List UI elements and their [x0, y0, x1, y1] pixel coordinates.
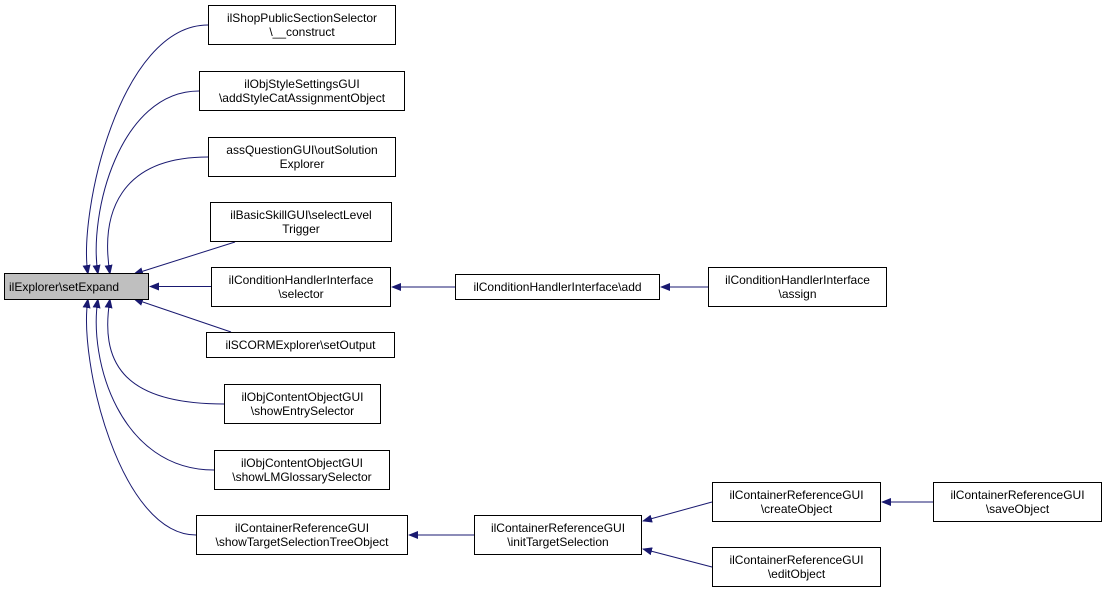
node-label-line: \showEntrySelector	[250, 404, 355, 418]
node-containerreferencegui-editobject[interactable]: ilContainerReferenceGUI \editObject	[712, 547, 881, 587]
edge-content_entry-to-focus	[104, 298, 225, 405]
edge-obj_style-to-focus	[92, 90, 200, 275]
node-basicskillgui-selectleveltrigger[interactable]: ilBasicSkillGUI\selectLevel Trigger	[210, 202, 392, 242]
node-label-line: ilSCORMExplorer\setOutput	[225, 338, 376, 352]
node-label-line: ilObjStyleSettingsGUI	[244, 77, 360, 91]
edge-content_lmgloss-to-focus	[92, 298, 215, 471]
node-conditionhandlerinterface-assign[interactable]: ilConditionHandlerInterface \assign	[708, 267, 887, 307]
node-label-line: ilConditionHandlerInterface	[725, 273, 870, 287]
node-containerreferencegui-inittargetselection[interactable]: ilContainerReferenceGUI \initTargetSelec…	[474, 515, 642, 555]
node-objcontentobjectgui-showlmglossaryselector[interactable]: ilObjContentObjectGUI \showLMGlossarySel…	[214, 450, 390, 490]
node-label-line: Explorer	[279, 157, 325, 171]
node-conditionhandlerinterface-selector[interactable]: ilConditionHandlerInterface \selector	[211, 267, 391, 307]
node-label-line: ilConditionHandlerInterface\add	[473, 280, 642, 294]
node-containerreferencegui-createobject[interactable]: ilContainerReferenceGUI \createObject	[712, 482, 881, 522]
node-label-line: \showTargetSelectionTreeObject	[215, 535, 389, 549]
node-label-line: ilObjContentObjectGUI	[241, 390, 364, 404]
node-label-line: assQuestionGUI\outSolution	[226, 143, 378, 157]
edge-cont_create-to-cont_init	[642, 501, 713, 523]
node-label-line: ilContainerReferenceGUI	[950, 488, 1085, 502]
node-label-line: \saveObject	[985, 502, 1050, 516]
node-conditionhandlerinterface-add[interactable]: ilConditionHandlerInterface\add	[455, 274, 660, 300]
node-label-line: \createObject	[760, 502, 833, 516]
node-label-line: \showLMGlossarySelector	[232, 470, 372, 484]
node-label-line: \assign	[778, 287, 817, 301]
node-label-line: ilContainerReferenceGUI	[729, 553, 864, 567]
node-label-line: \selector	[278, 287, 324, 301]
node-containerreferencegui-saveobject[interactable]: ilContainerReferenceGUI \saveObject	[933, 482, 1102, 522]
node-label-line: ilShopPublicSectionSelector	[226, 11, 378, 25]
node-label-line: \__construct	[269, 25, 335, 39]
edge-shop_public-to-focus	[82, 24, 209, 275]
edge-ass_question-to-focus	[104, 156, 209, 275]
edge-cont_edit-to-cont_init	[642, 547, 713, 568]
node-label-line: ilContainerReferenceGUI	[234, 521, 370, 535]
node-label-line: \addStyleCatAssignmentObject	[218, 91, 386, 105]
node-label-line: \editObject	[767, 567, 826, 581]
node-containerreferencegui-showtargetselectiontreeobject[interactable]: ilContainerReferenceGUI \showTargetSelec…	[196, 515, 408, 555]
node-ilexplorer-setexpand[interactable]: ilExplorer\setExpand	[4, 273, 149, 300]
edge-cont_show_tree-to-focus	[82, 298, 197, 536]
node-objcontentobjectgui-showentryselector[interactable]: ilObjContentObjectGUI \showEntrySelector	[224, 384, 381, 424]
node-assquestiongui-outsolutionexplorer[interactable]: assQuestionGUI\outSolution Explorer	[208, 137, 396, 177]
node-label-line: ilObjContentObjectGUI	[240, 456, 364, 470]
node-label-line: ilContainerReferenceGUI	[490, 521, 626, 535]
node-label-line: \initTargetSelection	[507, 535, 609, 549]
node-label-line: ilBasicSkillGUI\selectLevel	[230, 208, 372, 222]
node-label-line: Trigger	[282, 222, 320, 236]
node-label-line: ilExplorer\setExpand	[9, 279, 120, 294]
node-scormexplorer-setoutput[interactable]: ilSCORMExplorer\setOutput	[206, 332, 395, 358]
node-objstylesettingsgui-addstylecatassignmentobject[interactable]: ilObjStyleSettingsGUI \addStyleCatAssign…	[199, 71, 405, 111]
edge-basic_skill-to-focus	[133, 241, 236, 276]
edge-scorm_output-to-focus	[133, 298, 232, 333]
node-label-line: ilContainerReferenceGUI	[729, 488, 864, 502]
node-label-line: ilConditionHandlerInterface	[228, 273, 374, 287]
node-shoppublicsectionselector-construct[interactable]: ilShopPublicSectionSelector \__construct	[208, 5, 396, 45]
